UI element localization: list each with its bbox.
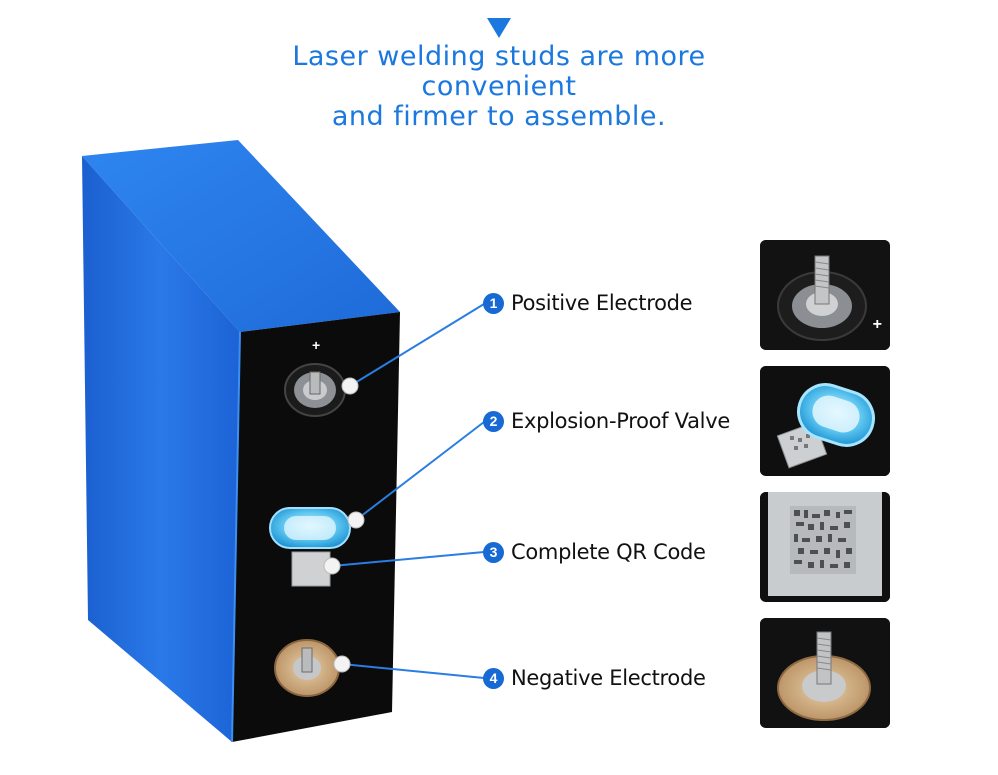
callout-positive-electrode: 1 Positive Electrode xyxy=(483,291,693,315)
callout-explosion-proof-valve: 2 Explosion-Proof Valve xyxy=(483,409,730,433)
leader-dot-4 xyxy=(333,655,351,673)
leader-dot-2 xyxy=(347,511,365,529)
callout-label: Complete QR Code xyxy=(511,540,706,564)
leader-dot-3 xyxy=(323,557,341,575)
leader-dot-1 xyxy=(341,377,359,395)
headline-line-2: convenient xyxy=(421,71,577,102)
callout-negative-electrode: 4 Negative Electrode xyxy=(483,666,706,690)
negative-electrode-photo-icon xyxy=(760,618,890,728)
leader-line-3 xyxy=(331,551,485,567)
battery-positive-mark: + xyxy=(312,337,320,353)
callout-number: 3 xyxy=(483,541,504,563)
leader-line-1 xyxy=(349,303,485,387)
callout-label: Explosion-Proof Valve xyxy=(511,409,730,433)
callout-complete-qr-code: 3 Complete QR Code xyxy=(483,540,706,564)
qr-code-photo-icon xyxy=(760,492,890,602)
callout-number: 2 xyxy=(483,410,504,432)
battery-side-face xyxy=(82,156,240,742)
headline-line-3: and firmer to assemble. xyxy=(331,101,667,132)
callout-label: Negative Electrode xyxy=(511,666,706,690)
leader-line-2 xyxy=(355,421,485,521)
callout-label: Positive Electrode xyxy=(511,291,693,315)
headline-line-1: Laser welding studs are more xyxy=(292,41,706,72)
callout-number: 4 xyxy=(483,667,504,689)
battery-top-face xyxy=(82,140,400,332)
explosion-proof-valve-photo-icon xyxy=(760,366,890,476)
valve-icon xyxy=(269,507,351,549)
thumbnail-positive-mark: + xyxy=(872,316,882,333)
down-arrow-icon xyxy=(487,18,511,38)
callout-number: 1 xyxy=(483,292,504,314)
leader-line-4 xyxy=(341,663,485,679)
positive-electrode-photo-icon: + xyxy=(760,240,890,350)
positive-terminal-icon xyxy=(284,363,346,417)
headline: Laser welding studs are more convenient … xyxy=(0,18,998,132)
negative-terminal-icon xyxy=(274,639,340,697)
